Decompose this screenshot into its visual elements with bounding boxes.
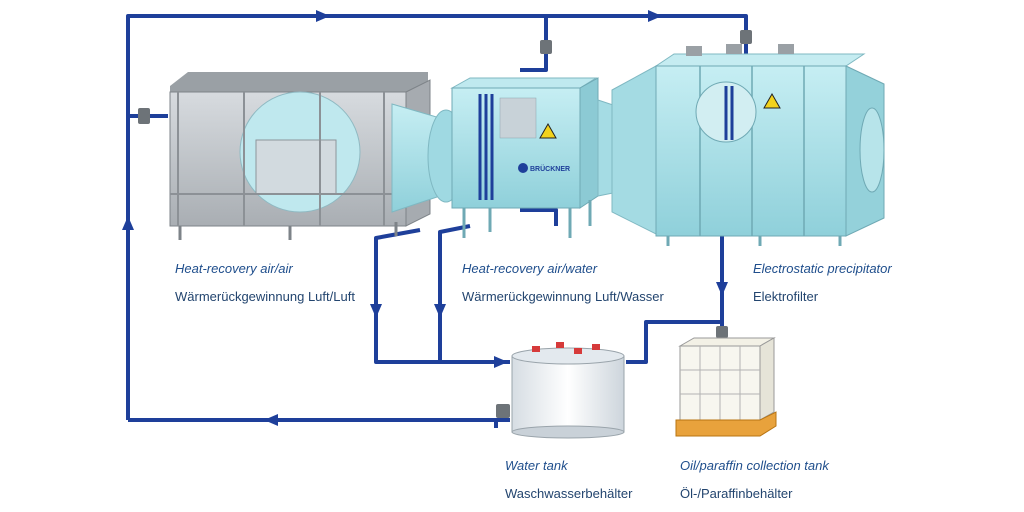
brueckner-logo-icon <box>518 163 528 173</box>
label-en: Heat-recovery air/water <box>462 261 598 276</box>
water-tank-unit <box>511 342 625 439</box>
frame-posts <box>170 92 406 226</box>
label-de: Wärmerückgewinnung Luft/Luft <box>175 289 355 304</box>
unit-roof <box>170 72 428 96</box>
esp-body <box>655 65 847 237</box>
label-de: Waschwasserbehälter <box>505 486 633 501</box>
unit-legs <box>178 222 398 240</box>
label-de: Elektrofilter <box>753 289 819 304</box>
valves <box>138 30 752 418</box>
oil-paraffin-tank-unit <box>675 337 777 437</box>
label-en: Water tank <box>505 458 568 473</box>
tank-outlet-stub <box>494 418 510 428</box>
flow-arrow-icon <box>434 304 446 318</box>
unit-side <box>579 77 599 209</box>
heat-recovery-air-air-unit <box>169 72 431 240</box>
label-de: Wärmerückgewinnung Luft/Wasser <box>462 289 664 304</box>
label-oil-tank: Oil/paraffin collection tank Öl-/Paraffi… <box>680 458 829 502</box>
valve-icon <box>496 404 510 418</box>
valve-icon <box>716 326 728 338</box>
hr-air-drain-pipe <box>374 228 510 364</box>
hr-water-side-pipe <box>520 208 558 226</box>
warning-sign-icon <box>763 92 781 109</box>
ibc-cage <box>680 346 760 420</box>
label-water-tank: Water tank Waschwasserbehälter <box>505 458 632 502</box>
esp-panel-lines <box>699 66 805 236</box>
heat-recovery-air-water-unit: BRÜCKNER <box>427 77 629 238</box>
brand-logo-text: BRÜCKNER <box>530 164 570 173</box>
esp-outlet-opening <box>859 107 885 193</box>
tank-base <box>511 425 625 439</box>
coil-pipes <box>478 94 494 200</box>
label-en: Electrostatic precipitator <box>753 261 892 276</box>
tank-body <box>511 355 625 433</box>
label-esp: Electrostatic precipitator Elektrofilter <box>753 261 892 305</box>
label-de: Öl-/Paraffinbehälter <box>680 486 793 501</box>
coil-grid <box>499 97 537 139</box>
flow-arrow-icon <box>370 304 382 318</box>
flow-arrow-icon <box>122 216 134 230</box>
flow-arrow-icon <box>716 282 728 296</box>
unit-legs <box>462 200 592 238</box>
tank-lid-fittings <box>532 342 600 354</box>
esp-inlet-hood <box>611 65 657 235</box>
flow-arrow-icon <box>648 10 662 22</box>
top-branch-pipe <box>520 16 548 72</box>
label-hr-air-water: Heat-recovery air/water Wärmerückgewinnu… <box>462 261 664 305</box>
unit-top <box>450 77 598 89</box>
flow-arrow-icon <box>264 414 278 426</box>
hr-water-drain-pipe <box>438 224 471 362</box>
pallet <box>675 411 777 437</box>
label-en: Heat-recovery air/air <box>175 261 293 276</box>
electrostatic-precipitator-unit <box>611 44 885 246</box>
ibc-top <box>678 337 776 347</box>
esp-top-insulators <box>686 44 794 56</box>
warning-sign-icon <box>539 122 557 139</box>
label-hr-air-air: Heat-recovery air/air Wärmerückgewinnung… <box>175 261 355 305</box>
flow-arrows <box>122 10 728 426</box>
heat-exchanger-core <box>255 139 337 195</box>
tank-lid <box>511 347 625 365</box>
ibc-side <box>759 337 775 421</box>
esp-legs <box>666 236 842 246</box>
label-en: Oil/paraffin collection tank <box>680 458 829 473</box>
valve-icon <box>138 108 150 124</box>
valve-icon <box>740 30 752 44</box>
flow-arrow-icon <box>494 356 508 368</box>
valve-icon <box>540 40 552 54</box>
esp-electrode-bars <box>724 86 734 140</box>
flow-arrow-icon <box>316 10 330 22</box>
esp-to-tank-pipe <box>626 320 722 364</box>
